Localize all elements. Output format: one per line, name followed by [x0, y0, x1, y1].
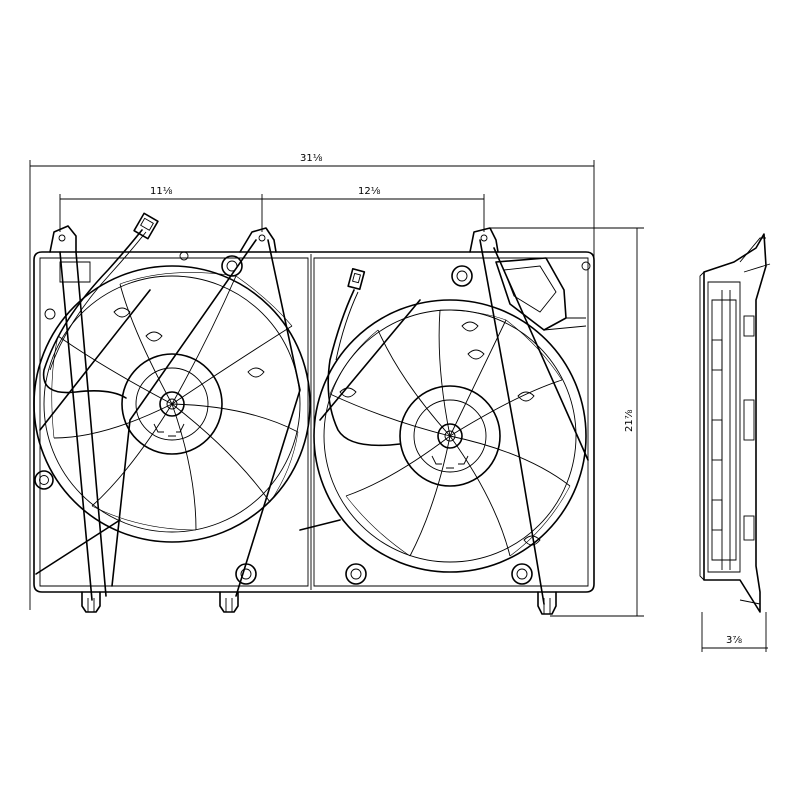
right-connector	[347, 267, 366, 291]
mounting-tab-top-left	[49, 225, 77, 253]
bolt-boss	[451, 265, 473, 287]
bolt-boss	[511, 563, 533, 585]
mounting-foot-right	[537, 591, 557, 615]
left-motor-wiring	[42, 212, 159, 399]
bolt-boss	[34, 470, 54, 490]
left-fan-blades	[51, 272, 299, 531]
bolt-boss	[235, 563, 257, 585]
shroud-frame	[33, 251, 595, 593]
dimension-left-spacing: 11⅛	[59, 186, 263, 232]
mounting-tab-top-right	[469, 227, 499, 253]
height-label: 21⅞	[624, 409, 635, 432]
dimension-right-spacing: 12⅛	[262, 186, 485, 232]
right-motor-wiring	[327, 267, 401, 447]
bolt-boss	[179, 251, 189, 261]
resistor-module	[495, 257, 587, 331]
bolt-bosses	[34, 251, 591, 585]
dimension-height: 21⅞	[490, 227, 644, 617]
bolt-boss	[221, 255, 243, 277]
left-spacing-label: 11⅛	[150, 186, 173, 197]
dimension-depth: 3⅞	[701, 612, 768, 652]
right-fan	[313, 299, 587, 573]
left-fan	[33, 265, 311, 543]
left-fan-hub	[121, 353, 223, 455]
left-connector	[133, 212, 159, 240]
right-fan-hub	[399, 385, 501, 487]
bolt-boss	[581, 261, 591, 271]
mounting-foot-left	[81, 591, 101, 613]
bolt-boss	[345, 563, 367, 585]
mounting-tab-top-center	[239, 227, 277, 253]
shroud-details	[59, 261, 541, 546]
right-fan-blades	[329, 309, 571, 557]
depth-label: 3⅞	[726, 635, 742, 646]
right-spacing-label: 12⅛	[358, 186, 381, 197]
dimension-overall-width: 31⅛	[29, 153, 595, 610]
bolt-boss	[44, 308, 56, 320]
side-view	[699, 233, 771, 613]
overall-width-label: 31⅛	[300, 153, 323, 164]
mounting-foot-center	[219, 591, 239, 613]
